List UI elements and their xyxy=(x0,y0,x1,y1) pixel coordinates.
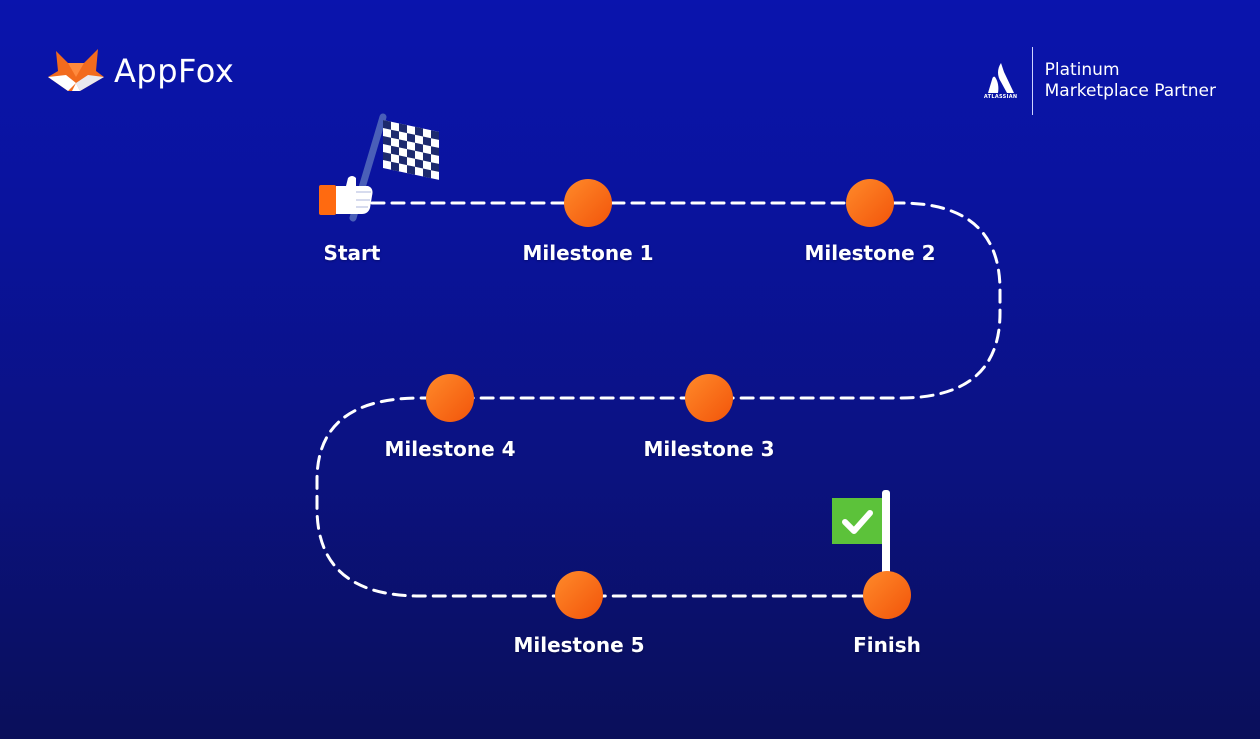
milestone-1-node xyxy=(564,179,612,227)
start-flag-icon xyxy=(319,113,439,222)
partner-badge: ATLASSIAN Platinum Marketplace Partner xyxy=(978,46,1216,116)
label-start: Start xyxy=(323,241,381,265)
label-milestone-1: Milestone 1 xyxy=(522,241,654,265)
partner-text: Platinum Marketplace Partner xyxy=(1045,60,1216,102)
partner-divider xyxy=(1031,47,1033,115)
label-finish: Finish xyxy=(853,633,921,657)
milestone-4-node xyxy=(426,374,474,422)
atlassian-logo-icon: ATLASSIAN xyxy=(978,62,1024,100)
finish-flag-icon xyxy=(832,490,890,576)
label-milestone-2: Milestone 2 xyxy=(804,241,936,265)
brand-name: AppFox xyxy=(114,52,235,90)
fox-head-icon xyxy=(48,49,104,91)
milestone-3-node xyxy=(685,374,733,422)
label-milestone-3: Milestone 3 xyxy=(643,437,775,461)
label-milestone-5: Milestone 5 xyxy=(513,633,645,657)
label-milestone-4: Milestone 4 xyxy=(384,437,516,461)
atlassian-wordmark: ATLASSIAN xyxy=(983,93,1018,100)
partner-line-1: Platinum xyxy=(1044,60,1120,80)
appfox-brand: AppFox xyxy=(48,46,234,96)
roadmap-path xyxy=(315,201,1002,598)
milestone-5-node xyxy=(555,571,603,619)
milestone-2-node xyxy=(846,179,894,227)
partner-line-2: Marketplace Partner xyxy=(1044,81,1216,101)
finish-node xyxy=(863,571,911,619)
